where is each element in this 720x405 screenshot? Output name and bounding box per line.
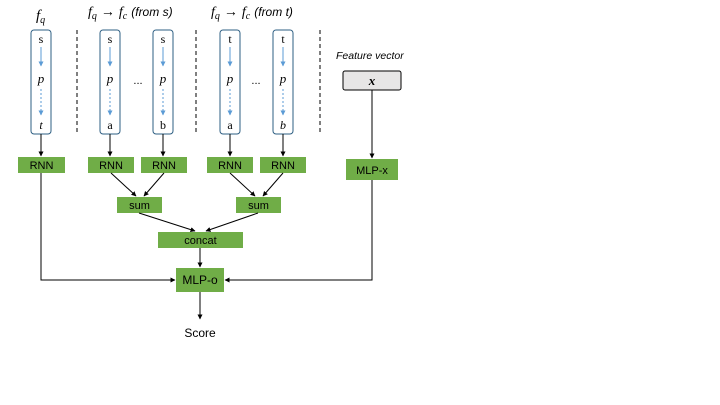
svg-text:RNN: RNN	[152, 160, 176, 172]
svg-text:p: p	[159, 71, 167, 86]
svg-text:MLP-x: MLP-x	[356, 165, 388, 177]
rnn-node-5: RNN	[260, 157, 306, 173]
sum-node-2: sum	[236, 197, 281, 213]
concat-node: concat	[158, 232, 243, 248]
svg-text:p: p	[279, 71, 287, 86]
svg-text:sum: sum	[248, 200, 269, 212]
svg-text:fq: fq	[36, 8, 45, 26]
svg-text:RNN: RNN	[99, 160, 123, 172]
svg-text:p: p	[226, 71, 234, 86]
svg-text:s: s	[108, 32, 113, 46]
svg-text:MLP-o: MLP-o	[182, 273, 218, 287]
rnn-node-2: RNN	[88, 157, 134, 173]
path-box-4: t p a	[219, 29, 241, 135]
rnn-node-3: RNN	[141, 157, 187, 173]
mlp-x-node: MLP-x	[346, 159, 398, 180]
path-box-3: s p b	[152, 29, 174, 135]
svg-text:concat: concat	[184, 235, 216, 247]
svg-text:s: s	[39, 32, 44, 46]
path-box-1: s p t	[30, 29, 52, 135]
svg-text:t: t	[228, 32, 232, 46]
path-box-2: s p a	[99, 29, 121, 135]
mlp-o-node: MLP-o	[176, 268, 224, 292]
ellipsis-2: ...	[251, 75, 260, 87]
svg-text:a: a	[107, 118, 113, 132]
svg-text:b: b	[280, 118, 286, 132]
rnn-node-4: RNN	[207, 157, 253, 173]
header-from-t: fq→fc(from t)	[211, 5, 293, 22]
path-box-5: t p b	[272, 29, 294, 135]
svg-text:p: p	[106, 71, 114, 86]
svg-text:RNN: RNN	[30, 160, 54, 172]
svg-text:t: t	[281, 32, 285, 46]
svg-text:s: s	[161, 32, 166, 46]
sum-node-1: sum	[117, 197, 162, 213]
svg-text:fq→fc(from s): fq→fc(from s)	[88, 5, 173, 22]
svg-text:fq→fc(from t): fq→fc(from t)	[211, 5, 293, 22]
header-fq: fq	[36, 8, 45, 26]
svg-text:RNN: RNN	[218, 160, 242, 172]
svg-text:sum: sum	[129, 200, 150, 212]
feature-vector-box: x	[342, 70, 402, 91]
score-label: Score	[184, 326, 216, 340]
svg-text:b: b	[160, 118, 166, 132]
header-from-s: fq→fc(from s)	[88, 5, 173, 22]
svg-text:x: x	[368, 73, 376, 88]
svg-text:a: a	[227, 118, 233, 132]
ellipsis-1: ...	[133, 75, 142, 87]
svg-text:t: t	[39, 118, 43, 132]
svg-text:p: p	[37, 71, 45, 86]
rnn-node-1: RNN	[18, 157, 65, 173]
svg-text:RNN: RNN	[271, 160, 295, 172]
header-feature-vector: Feature vector	[336, 50, 404, 62]
